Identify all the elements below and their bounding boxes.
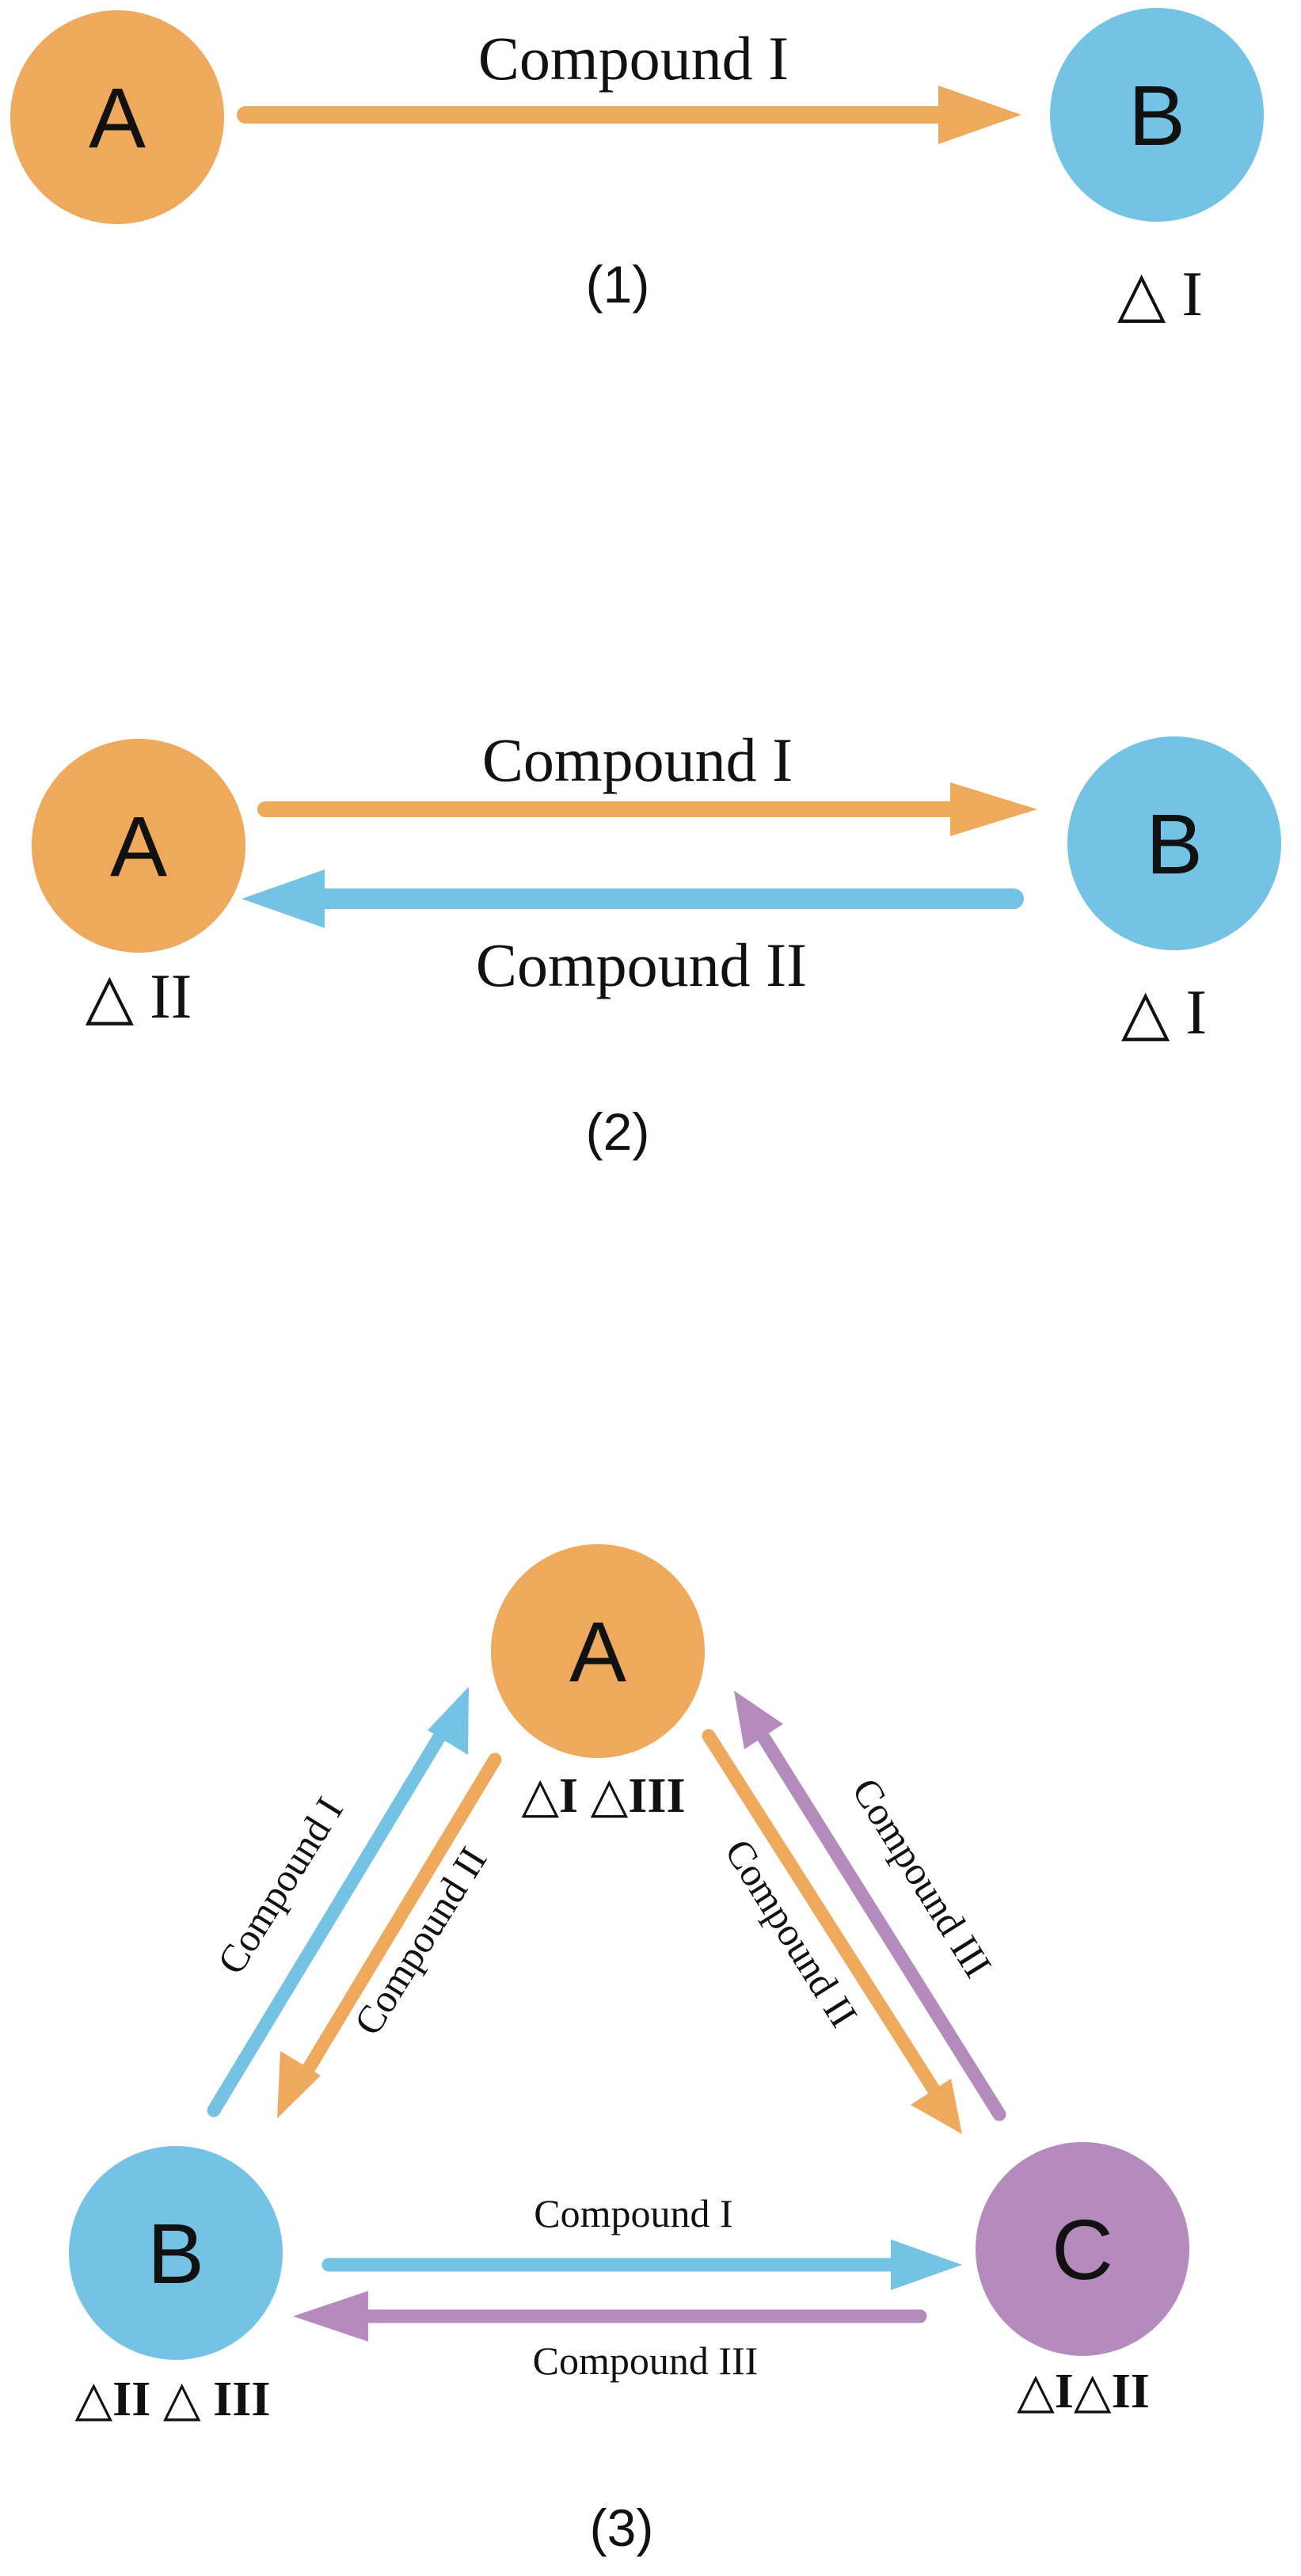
panel-1-node-b-letter: B [1128, 67, 1185, 163]
panel-3-node-c-letter: C [1052, 2201, 1113, 2297]
panel-2-arrow-b-to-a [242, 869, 1024, 928]
panel-3-node-b-letter: B [147, 2205, 204, 2301]
panel-3-label: (3) [590, 2498, 654, 2557]
panel-3-node-a [491, 1544, 705, 1758]
panel-3-arrow-a-to-c [702, 1729, 962, 2134]
panel-2-node-a [32, 739, 245, 953]
panel-1-arrow-label: Compound I [478, 24, 789, 93]
panel-2-node-a-letter: A [110, 798, 167, 894]
panel-1-node-b [1050, 8, 1264, 222]
panel-3: A B C Compound I Compound II Compound II… [69, 1544, 1189, 2557]
panel-3-arrow-label-bottom-bottom: Compound III [533, 2338, 759, 2383]
panel-3-arrow-b-to-a [207, 1687, 469, 2117]
panel-2-node-b-letter: B [1146, 796, 1203, 892]
panel-3-node-b-delta: △II △ III [74, 2372, 270, 2426]
panel-2-arrow-label-bottom: Compound II [476, 930, 807, 999]
panel-2-node-b-delta: △ I [1121, 978, 1207, 1048]
panel-1-node-b-delta: △ I [1117, 260, 1203, 329]
panel-3-node-a-letter: A [569, 1604, 626, 1699]
panel-1-node-a-letter: A [89, 70, 146, 166]
panel-1-node-a [10, 10, 224, 224]
panel-2-arrow-label-top: Compound I [482, 725, 793, 794]
panel-3-arrow-c-to-b [293, 2291, 927, 2342]
panel-1: A B Compound I △ I (1) [10, 8, 1264, 329]
panel-3-arrow-label-right-outer: Compound III [843, 1770, 1000, 1984]
panel-3-arrow-label-left-outer: Compound I [208, 1790, 352, 1982]
panel-3-node-b [69, 2146, 283, 2360]
panel-1-label: (1) [586, 255, 650, 314]
panel-3-node-c-delta: △I△II [1017, 2365, 1150, 2418]
panel-2-label: (2) [586, 1102, 650, 1161]
panel-3-arrow-label-left-inner: Compound II [345, 1839, 496, 2042]
panel-3-node-c [976, 2142, 1189, 2356]
panel-2: A B Compound I Compound II △ II △ I (2) [32, 725, 1281, 1161]
panel-3-node-a-delta: △I △III [521, 1769, 685, 1823]
panel-3-arrow-a-to-b [277, 1752, 502, 2118]
panel-1-arrow-a-to-b [237, 86, 1021, 144]
panel-2-node-b [1067, 736, 1281, 950]
panel-3-arrow-c-to-a [734, 1691, 1006, 2121]
panel-2-node-a-delta: △ II [86, 962, 192, 1032]
panel-2-arrow-a-to-b [257, 782, 1037, 836]
panel-3-arrow-label-bottom-top: Compound I [534, 2191, 732, 2235]
panel-3-arrow-b-to-c [321, 2239, 962, 2290]
